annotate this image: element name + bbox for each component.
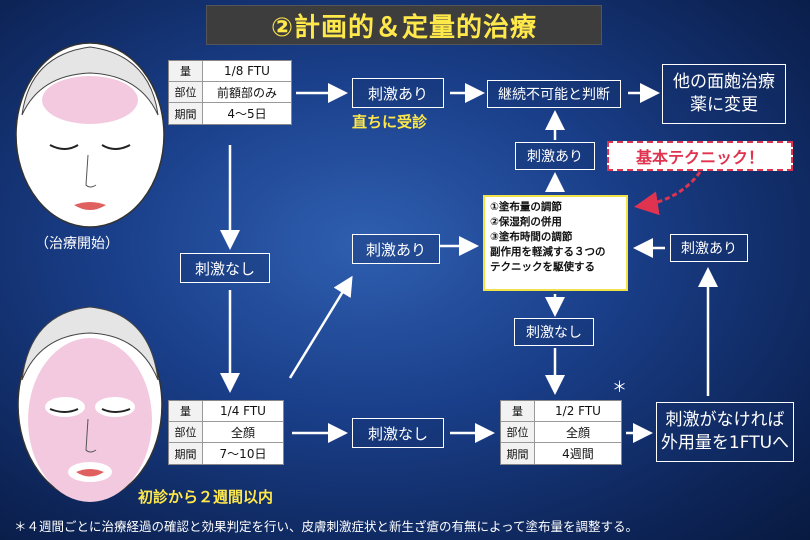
dosage-table-3: 量 1/2 FTU 部位 全顔 期間 4週間 [500, 400, 622, 465]
technique-line-2: ②保湿剤の併用 [490, 216, 562, 228]
stim-no-left-box: 刺激なし [180, 253, 270, 283]
dosage-table-2: 量 1/4 FTU 部位 全顔 期間 7〜10日 [168, 400, 284, 465]
stim-yes-right-box: 刺激あり [670, 234, 748, 262]
title-bar: ②計画的＆定量的治療 [206, 5, 602, 45]
technique-box: ①塗布量の調節 ②保湿剤の併用 ③塗布時間の調節 副作用を軽減する３つの テクニ… [483, 195, 628, 291]
stim-yes-mid-box: 刺激あり [352, 234, 440, 264]
table2-val-area: 全顔 [230, 425, 255, 440]
caption-treatment-start: （治療開始） [35, 236, 119, 252]
arrow-t2-diag [288, 275, 353, 379]
table3-val-period: 4週間 [562, 447, 594, 461]
final-dose-line2: 外用量を1FTUへ [660, 433, 790, 453]
stim-yes-top-box: 刺激あり [352, 78, 444, 108]
within-two-weeks-text: 初診から２週間以内 [138, 488, 274, 506]
table1-key-area: 部位 [169, 82, 203, 102]
stim-no-bottom-box: 刺激なし [352, 418, 444, 448]
table2-key-period: 期間 [169, 443, 203, 464]
other-treatment-line2: 薬に変更 [690, 95, 758, 115]
table1-val-period: 4〜5日 [227, 107, 267, 121]
stim-yes-upper-center-box: 刺激あり [515, 142, 595, 170]
face-illustration-start [10, 35, 170, 230]
table3-key-area: 部位 [501, 422, 535, 442]
table3-val-area: 全顔 [565, 425, 590, 440]
basic-technique-callout: 基本テクニック！ [607, 141, 793, 171]
stim-no-center-box: 刺激なし [514, 318, 594, 346]
other-treatment-box: 他の面皰治療 薬に変更 [662, 64, 786, 124]
page-title: ②計画的＆定量的治療 [270, 12, 537, 43]
table2-val-amount: 1/4 FTU [220, 404, 266, 418]
arrow-kihon-to-tech [634, 171, 702, 216]
immediate-visit-text: 直ちに受診 [352, 113, 428, 131]
table2-key-area: 部位 [169, 422, 203, 442]
table2-val-period: 7〜10日 [219, 447, 267, 461]
technique-line-5: テクニックを駆使する [490, 261, 595, 273]
face-illustration-full [10, 295, 170, 505]
table1-key-amount: 量 [169, 61, 203, 81]
table1-key-period: 期間 [169, 103, 203, 124]
final-dose-line1: 刺激がなければ [665, 410, 785, 431]
table1-val-area: 前額部のみ [216, 85, 277, 100]
technique-line-1: ①塗布量の調節 [490, 201, 562, 213]
footnote: ＊４週間ごとに治療経過の確認と効果判定を行い、皮膚刺激症状と新生ざ瘡の有無によっ… [14, 519, 639, 534]
technique-line-4: 副作用を軽減する３つの [490, 246, 606, 258]
table3-key-period: 期間 [501, 443, 535, 464]
continue-impossible-box: 継続不可能と判断 [487, 80, 621, 108]
technique-line-3: ③塗布時間の調節 [490, 231, 573, 243]
table3-key-amount: 量 [501, 401, 535, 421]
table1-val-amount: 1/8 FTU [224, 64, 270, 78]
table2-key-amount: 量 [169, 401, 203, 421]
other-treatment-line1: 他の面皰治療 [673, 72, 775, 93]
table3-val-amount: 1/2 FTU [555, 404, 601, 418]
final-dose-box: 刺激がなければ 外用量を1FTUへ [656, 402, 794, 462]
dosage-table-1: 量 1/8 FTU 部位前額部のみ 期間 4〜5日 [168, 60, 292, 125]
asterisk-mark: ＊ [612, 378, 628, 396]
